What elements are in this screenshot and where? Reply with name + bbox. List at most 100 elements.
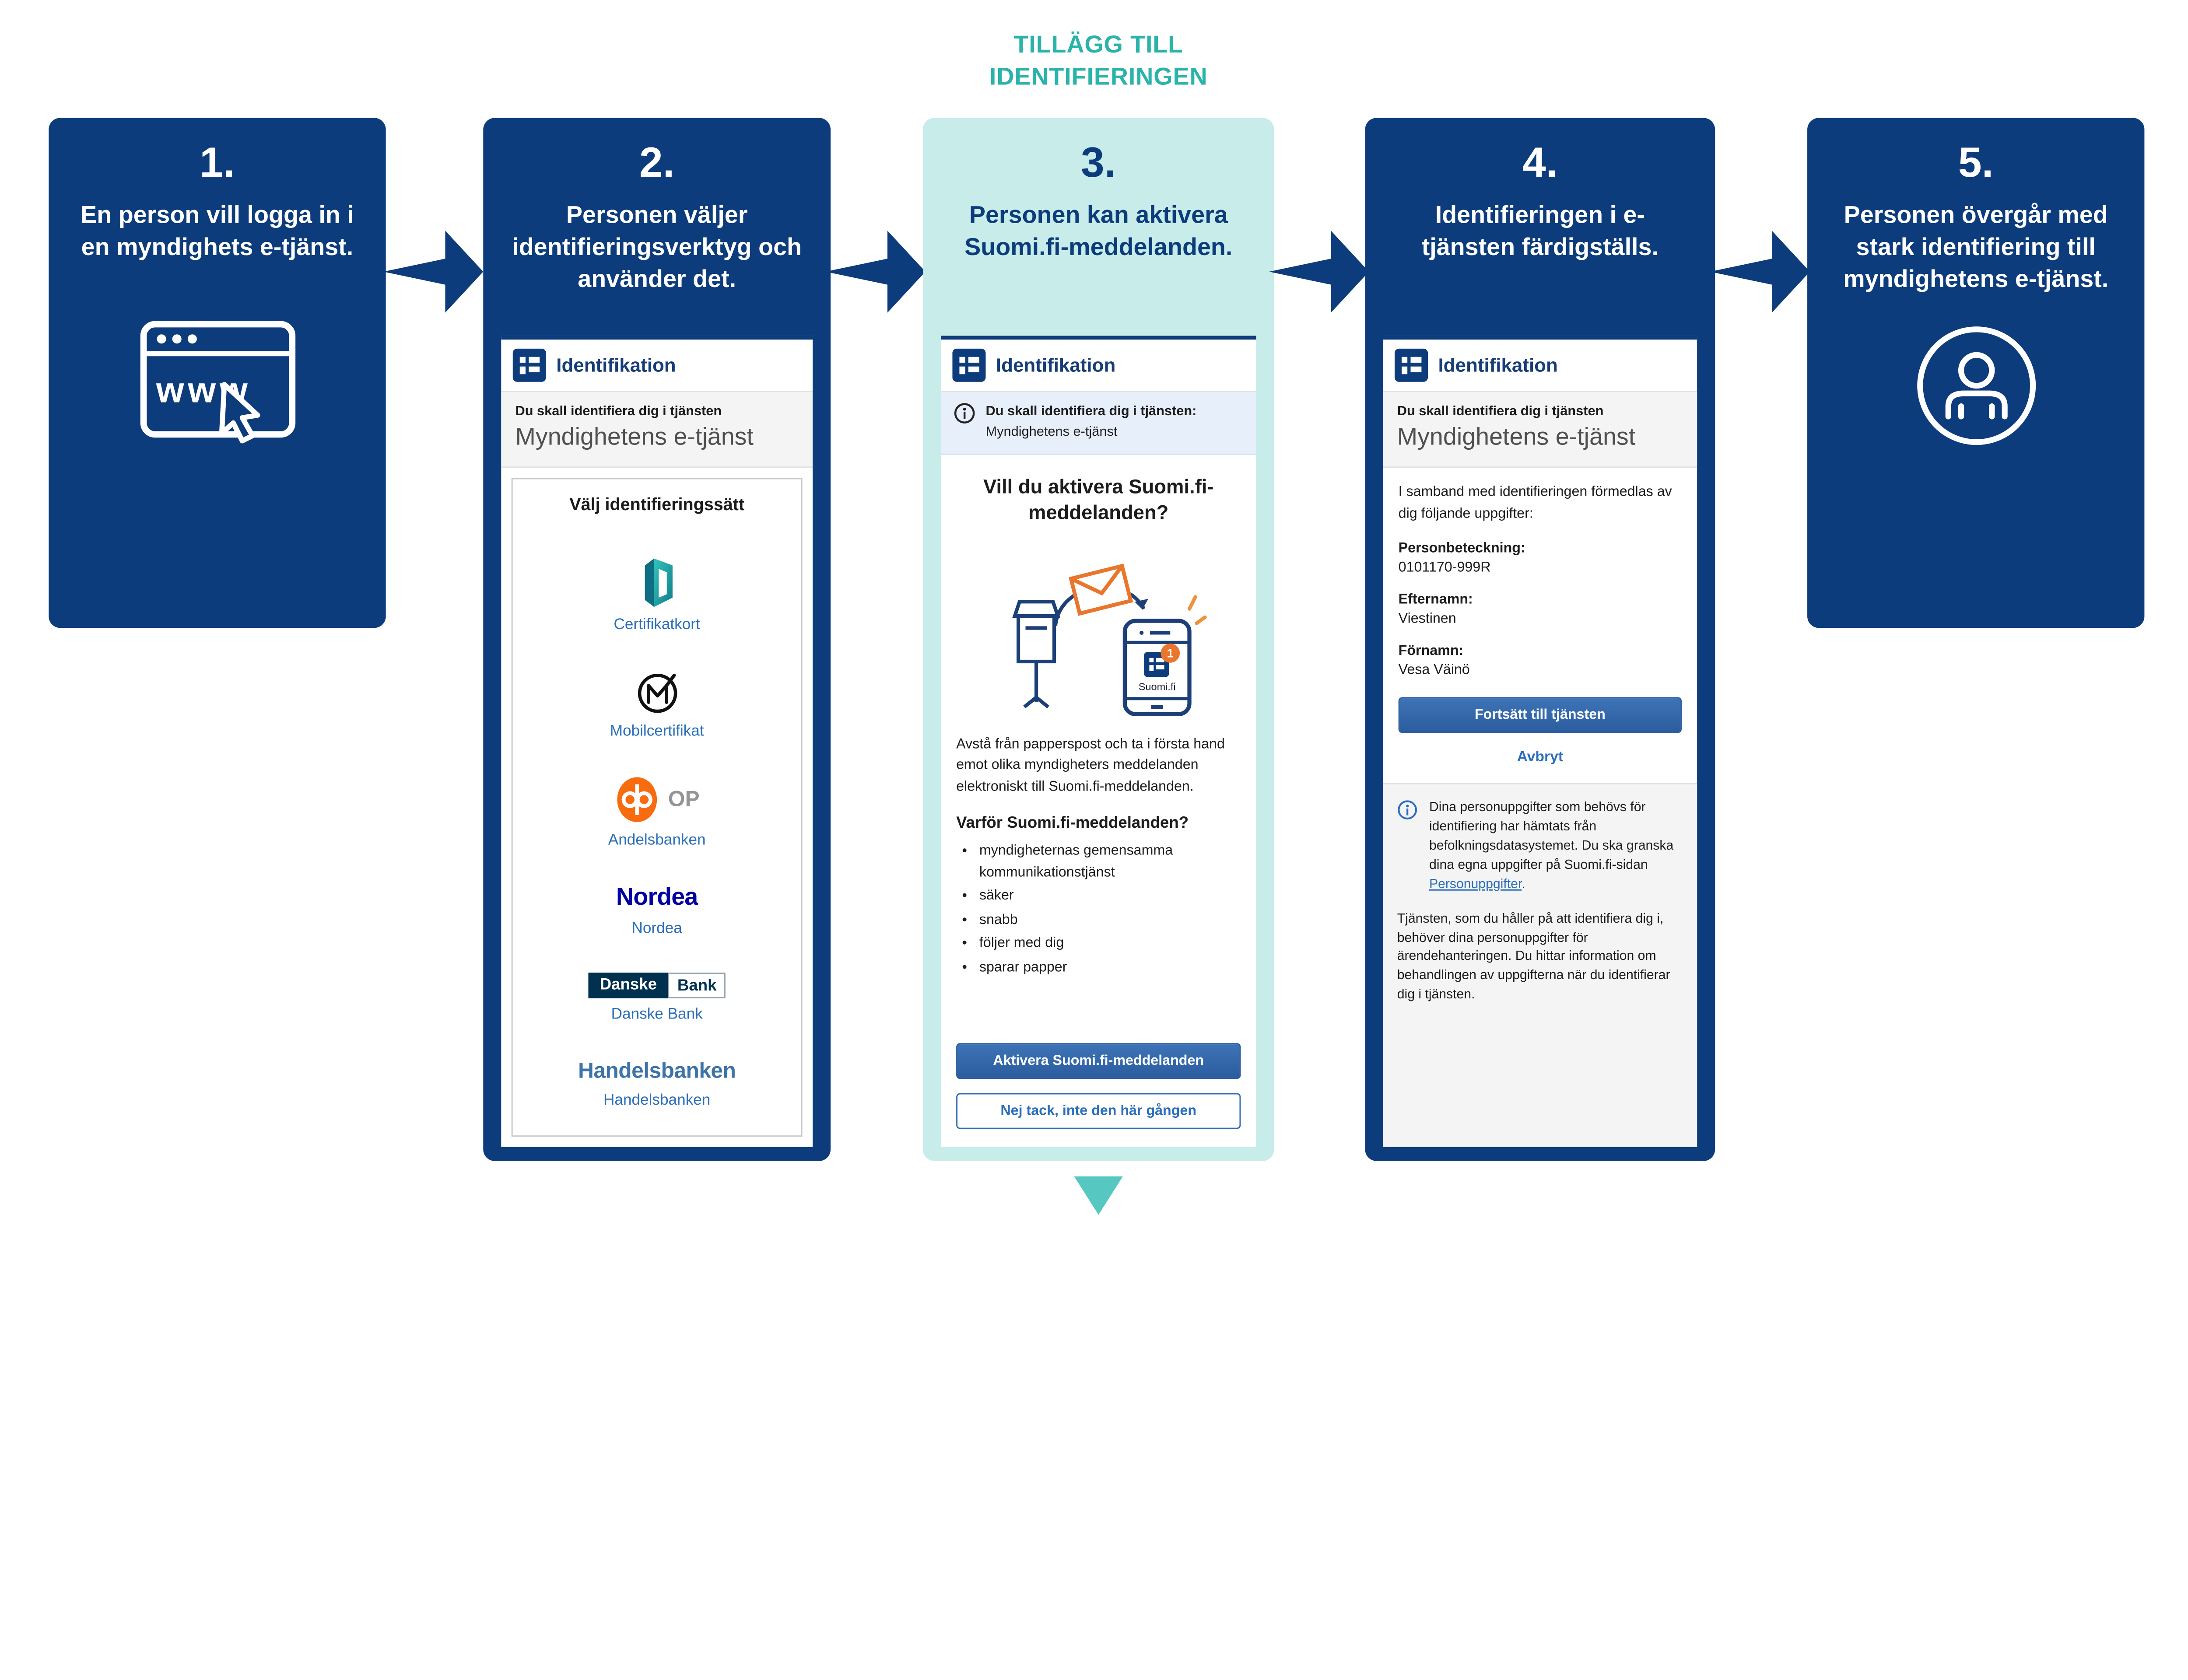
personal-data-info-section: Dina personuppgifter som behövs för iden… (1383, 783, 1697, 1147)
benefit-item: myndigheternas gemensamma kommunikations… (979, 841, 1241, 883)
panel-header-label: Identifikation (996, 354, 1116, 376)
field-label: Efternamn: (1398, 592, 1473, 608)
person-circle-icon (1807, 322, 2144, 457)
browser-www-icon: www (49, 321, 386, 450)
field-fornamn: Förnamn: Vesa Väinö (1399, 643, 1682, 678)
info-text: Dina personuppgifter som behövs för iden… (1429, 801, 1674, 892)
data-intro: I samband med identifieringen förmedlas … (1398, 484, 1672, 521)
method-link[interactable]: Andelsbanken (608, 830, 706, 849)
step-5-number: 5. (1958, 138, 1994, 186)
svg-text:1: 1 (1167, 646, 1174, 660)
messages-activation-panel: Identifikation Du skall identifiera dig … (940, 336, 1256, 1147)
flow-arrow-icon (1269, 231, 1369, 313)
field-label: Personbeteckning: (1398, 541, 1525, 556)
down-arrow-icon (1074, 1176, 1123, 1215)
benefit-item: snabb (979, 910, 1241, 931)
info-icon (954, 403, 975, 424)
step-2-number: 2. (639, 138, 675, 186)
danske-logo-right: Bank (668, 973, 726, 998)
method-list-card: Välj identifieringssätt Certifikatkort (511, 478, 803, 1137)
method-handelsbanken[interactable]: Handelsbanken Handelsbanken (520, 1058, 793, 1108)
field-efternamn: Efternamn: Viestinen (1399, 592, 1682, 626)
decline-messages-button[interactable]: Nej tack, inte den här gången (956, 1093, 1241, 1129)
handelsbanken-logo: Handelsbanken (578, 1058, 736, 1083)
notification-badge (1161, 643, 1180, 663)
choose-method-title: Välj identifieringssätt (569, 494, 745, 514)
method-certifikatkort[interactable]: Certifikatkort (520, 550, 793, 633)
service-name: Myndighetens e-tjänst (515, 424, 754, 452)
personuppgifter-link[interactable]: Personuppgifter (1429, 877, 1522, 892)
nordea-logo: Nordea (616, 884, 698, 911)
field-personbeteckning: Personbeteckning: 0101170-999R (1399, 541, 1682, 575)
benefit-item: följer med dig (979, 933, 1241, 954)
method-link[interactable]: Handelsbanken (603, 1090, 711, 1109)
method-mobilcertifikat[interactable]: Mobilcertifikat (520, 669, 793, 739)
benefit-item: sparar papper (979, 957, 1241, 978)
step-3-title: Personen kan aktivera Suomi.fi-meddeland… (964, 202, 1233, 262)
step-5-title: Personen övergår med stark identifiering… (1843, 202, 2109, 294)
service-block: Du skall identifiera dig i tjänsten Mynd… (1383, 392, 1697, 468)
method-link[interactable]: Nordea (631, 919, 682, 937)
step-3-number: 3. (1080, 138, 1116, 186)
service-name: Myndighetens e-tjänst (1397, 424, 1636, 452)
step-4-title: Identifieringen i e-tjänsten färdigställ… (1421, 202, 1659, 262)
suomifi-logo-icon (512, 348, 546, 382)
service-block: Du skall identifiera dig i tjänsten Mynd… (501, 392, 813, 468)
cancel-link[interactable]: Avbryt (1517, 749, 1564, 765)
field-value: Viestinen (1398, 611, 1456, 627)
flow-arrow-icon (383, 231, 484, 313)
method-link[interactable]: Mobilcertifikat (610, 721, 704, 740)
step-4-box: 4. Identifieringen i e-tjänsten färdigst… (1365, 118, 1715, 1161)
step-3-box: 3. Personen kan aktivera Suomi.fi-meddel… (922, 118, 1274, 1161)
op-logo-text: OP (668, 787, 700, 812)
diagram-banner-title: TILLÄGG TILL IDENTIFIERINGEN (989, 32, 1208, 91)
field-label: Förnamn: (1398, 643, 1464, 659)
personal-data-section: I samband med identifieringen förmedlas … (1383, 468, 1697, 783)
info-icon (1398, 800, 1417, 820)
activate-messages-button[interactable]: Aktivera Suomi.fi-meddelanden (956, 1043, 1241, 1079)
continue-to-service-button[interactable]: Fortsätt till tjänsten (1398, 697, 1682, 733)
method-link[interactable]: Certifikatkort (614, 615, 700, 633)
danske-logo-left: Danske (588, 973, 669, 998)
identification-summary-panel: Identifikation Du skall identifiera dig … (1383, 336, 1697, 1147)
identify-info-banner: Du skall identifiera dig i tjänsten: Myn… (940, 392, 1256, 455)
panel-header: Identifikation (940, 340, 1256, 392)
field-value: Vesa Väinö (1398, 662, 1470, 678)
service-intro: Du skall identifiera dig i tjänsten (1397, 403, 1604, 419)
panel-header: Identifikation (501, 340, 813, 392)
processing-info-text: Tjänsten, som du håller på att identifie… (1397, 912, 1670, 1003)
field-value: 0101170-999R (1398, 560, 1491, 576)
phone-icon: 1 Suomi.fi (1122, 618, 1192, 716)
suomifi-logo-icon (952, 348, 986, 382)
benefit-item: säker (979, 886, 1241, 907)
why-title: Varför Suomi.fi-meddelanden? (956, 814, 1189, 832)
suomifi-logo-icon (1394, 348, 1428, 382)
method-andelsbanken[interactable]: OP Andelsbanken (520, 775, 793, 848)
certificate-card-icon (644, 558, 672, 607)
step-2-title: Personen väljer identifieringsverktyg oc… (512, 202, 802, 294)
activation-description: Avstå från papperspost och ta i första h… (956, 736, 1225, 794)
op-bank-logo: OP (614, 775, 700, 824)
activation-body: Vill du aktivera Suomi.fi-meddelanden? (941, 454, 1256, 1147)
info-line-2: Myndighetens e-tjänst (985, 424, 1118, 439)
flow-arrow-icon (825, 231, 926, 313)
step-2-box: 2. Personen väljer identifieringsverktyg… (483, 118, 831, 1161)
step-1-number: 1. (200, 138, 235, 186)
step-5-box: 5. Personen övergår med stark identifier… (1807, 118, 2145, 628)
panel-header-label: Identifikation (1438, 354, 1558, 376)
method-danske-bank[interactable]: Danske Bank Danske Bank (520, 973, 793, 1022)
method-nordea[interactable]: Nordea Nordea (520, 884, 793, 937)
method-link[interactable]: Danske Bank (611, 1004, 703, 1023)
step-1-box: 1. En person vill logga in i en myndighe… (49, 118, 386, 628)
phone-app-label: Suomi.fi (1139, 681, 1176, 692)
benefits-list: myndigheternas gemensamma kommunikations… (956, 841, 1241, 980)
identification-panel-methods: Identifikation Du skall identifiera dig … (501, 336, 813, 1147)
panel-header: Identifikation (1383, 340, 1697, 392)
panel-header-label: Identifikation (556, 354, 676, 376)
mobile-certificate-icon (637, 673, 677, 713)
op-logo-icon (617, 777, 657, 822)
info-line-1: Du skall identifiera dig i tjänsten: (985, 403, 1197, 419)
danske-bank-logo: Danske Bank (588, 973, 726, 998)
step-1-title: En person vill logga in i en myndighets … (81, 202, 354, 262)
activation-question: Vill du aktivera Suomi.fi-meddelanden? (983, 476, 1214, 524)
